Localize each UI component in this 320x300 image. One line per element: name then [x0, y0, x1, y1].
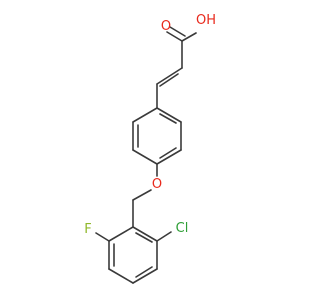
bond-ring2-cl	[156, 231, 172, 242]
chlorine-label: Cl	[176, 221, 189, 236]
hydroxyl-label: OH	[196, 13, 216, 28]
ring2-inner-1	[135, 232, 153, 243]
ring2-inner-2	[135, 266, 153, 278]
bond-ring2-f	[95, 232, 110, 242]
ring1-inner-1	[159, 113, 177, 124]
ether-oxygen-label: O	[152, 177, 162, 192]
ring1-bond-4	[132, 149, 158, 165]
ring1-bond-1	[156, 107, 182, 123]
carbonyl-oxygen-label: O	[161, 19, 171, 34]
ring1-bond-3	[156, 149, 182, 165]
bond-c1-oh	[181, 32, 197, 42]
bond-c2-c3-double	[159, 73, 179, 87]
bond-o-ch2	[132, 189, 152, 201]
bond-c1-o-double-b	[169, 26, 186, 37]
fluorine-label: F	[84, 222, 91, 237]
molecule-diagram: O OH O F Cl	[84, 13, 216, 284]
ring2-bond-1	[132, 226, 158, 242]
ring2-bond-3	[132, 268, 158, 284]
ring2-bond-6	[108, 226, 134, 242]
bond-c1-o-double-a	[166, 31, 183, 42]
ring2-bond-4	[108, 268, 134, 284]
ring1-bond-6	[132, 107, 158, 123]
bond-c2-c3	[156, 67, 183, 85]
ring1-inner-2	[159, 147, 177, 159]
structure-canvas: O OH O F Cl	[84, 13, 216, 284]
